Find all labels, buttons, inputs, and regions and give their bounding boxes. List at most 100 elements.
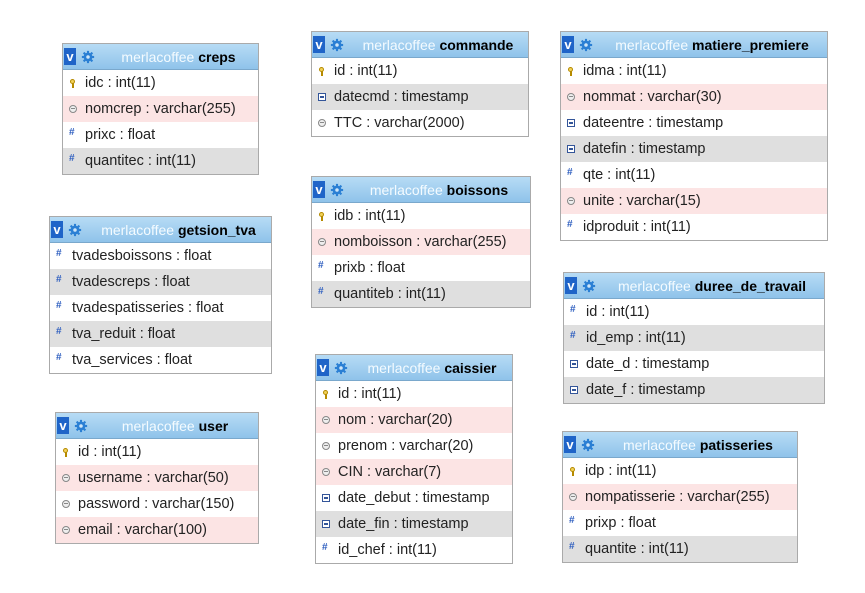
- number-icon: [56, 300, 64, 312]
- toggle-columns-icon[interactable]: v: [564, 436, 576, 453]
- column-label: id : int(11): [78, 444, 142, 460]
- column-row: id : int(11): [56, 439, 258, 465]
- column-row: idb : int(11): [312, 203, 530, 229]
- column-row: tvadescreps : float: [50, 269, 271, 295]
- database-name: merlacoffee: [121, 417, 195, 434]
- gear-icon[interactable]: [74, 419, 88, 433]
- gear-icon[interactable]: [330, 38, 344, 52]
- string-icon: [318, 119, 326, 127]
- database-name: merlacoffee: [623, 436, 696, 453]
- column-row: idproduit : int(11): [561, 214, 827, 240]
- table-title: merlacoffee caissier: [356, 360, 512, 376]
- toggle-columns-icon[interactable]: v: [313, 181, 325, 198]
- column-row: prenom : varchar(20): [316, 433, 512, 459]
- database-name: merlacoffee: [369, 181, 443, 198]
- column-row: username : varchar(50): [56, 465, 258, 491]
- column-label: nompatisserie : varchar(255): [585, 489, 770, 505]
- number-icon: [56, 352, 64, 364]
- toggle-columns-icon[interactable]: v: [562, 36, 574, 53]
- column-label: TTC : varchar(2000): [334, 115, 465, 131]
- number-icon: [69, 127, 77, 139]
- key-icon: [322, 390, 330, 399]
- column-row: id : int(11): [312, 58, 528, 84]
- gear-icon[interactable]: [330, 183, 344, 197]
- table-name: matiere_premiere: [692, 36, 809, 53]
- column-label: nommat : varchar(30): [583, 89, 722, 105]
- column-label: tva_reduit : float: [72, 326, 176, 342]
- column-label: date_f : timestamp: [586, 382, 706, 398]
- date-icon: [318, 93, 326, 101]
- column-row: datecmd : timestamp: [312, 84, 528, 110]
- column-label: prixc : float: [85, 127, 156, 143]
- table-name: caissier: [444, 359, 497, 376]
- column-row: nommat : varchar(30): [561, 84, 827, 110]
- column-row: quantiteb : int(11): [312, 281, 530, 307]
- column-label: idma : int(11): [583, 63, 667, 79]
- number-icon: [567, 167, 575, 179]
- gear-icon[interactable]: [581, 438, 595, 452]
- toggle-columns-icon[interactable]: v: [313, 36, 325, 53]
- column-row: nom : varchar(20): [316, 407, 512, 433]
- column-label: idc : int(11): [85, 75, 156, 91]
- gear-icon[interactable]: [582, 279, 596, 293]
- column-label: CIN : varchar(7): [338, 464, 442, 480]
- key-icon: [69, 79, 77, 88]
- column-row: tvadespatisseries : float: [50, 295, 271, 321]
- toggle-columns-icon[interactable]: v: [64, 48, 76, 65]
- database-name: merlacoffee: [121, 48, 195, 65]
- gear-icon[interactable]: [334, 361, 348, 375]
- table-header[interactable]: v merlacoffee caissier: [316, 355, 512, 381]
- toggle-columns-icon[interactable]: v: [317, 359, 329, 376]
- database-name: merlacoffee: [367, 359, 441, 376]
- table-name: user: [198, 417, 229, 434]
- toggle-columns-icon[interactable]: v: [57, 417, 69, 434]
- column-label: password : varchar(150): [78, 496, 235, 512]
- column-label: id_emp : int(11): [586, 330, 686, 346]
- string-icon: [567, 197, 575, 205]
- number-icon: [567, 219, 575, 231]
- date-icon: [322, 494, 330, 502]
- gear-icon[interactable]: [68, 223, 82, 237]
- number-icon: [318, 260, 326, 272]
- column-row: date_debut : timestamp: [316, 485, 512, 511]
- number-icon: [569, 515, 577, 527]
- table-name: boissons: [446, 181, 509, 198]
- string-icon: [62, 474, 70, 482]
- table-header[interactable]: v merlacoffee user: [56, 413, 258, 439]
- string-icon: [69, 105, 77, 113]
- column-row: tva_reduit : float: [50, 321, 271, 347]
- string-icon: [569, 493, 577, 501]
- column-label: id : int(11): [586, 304, 650, 320]
- gear-icon[interactable]: [81, 50, 95, 64]
- toggle-columns-icon[interactable]: v: [51, 221, 63, 238]
- table-header[interactable]: v merlacoffee getsion_tva: [50, 217, 271, 243]
- table-title: merlacoffee getsion_tva: [90, 222, 271, 238]
- column-label: unite : varchar(15): [583, 193, 701, 209]
- table-user[interactable]: v merlacoffee user id : int(11) username : …: [55, 412, 259, 544]
- string-icon: [62, 526, 70, 534]
- number-icon: [56, 274, 64, 286]
- toggle-columns-icon[interactable]: v: [565, 277, 577, 294]
- column-label: idb : int(11): [334, 208, 406, 224]
- column-label: qte : int(11): [583, 167, 656, 183]
- gear-icon[interactable]: [579, 38, 593, 52]
- database-name: merlacoffee: [617, 277, 691, 294]
- date-icon: [567, 119, 575, 127]
- column-row: quantitec : int(11): [63, 148, 258, 174]
- table-header[interactable]: v merlacoffee boissons: [312, 177, 530, 203]
- database-name: merlacoffee: [101, 221, 175, 238]
- column-label: prixb : float: [334, 260, 405, 276]
